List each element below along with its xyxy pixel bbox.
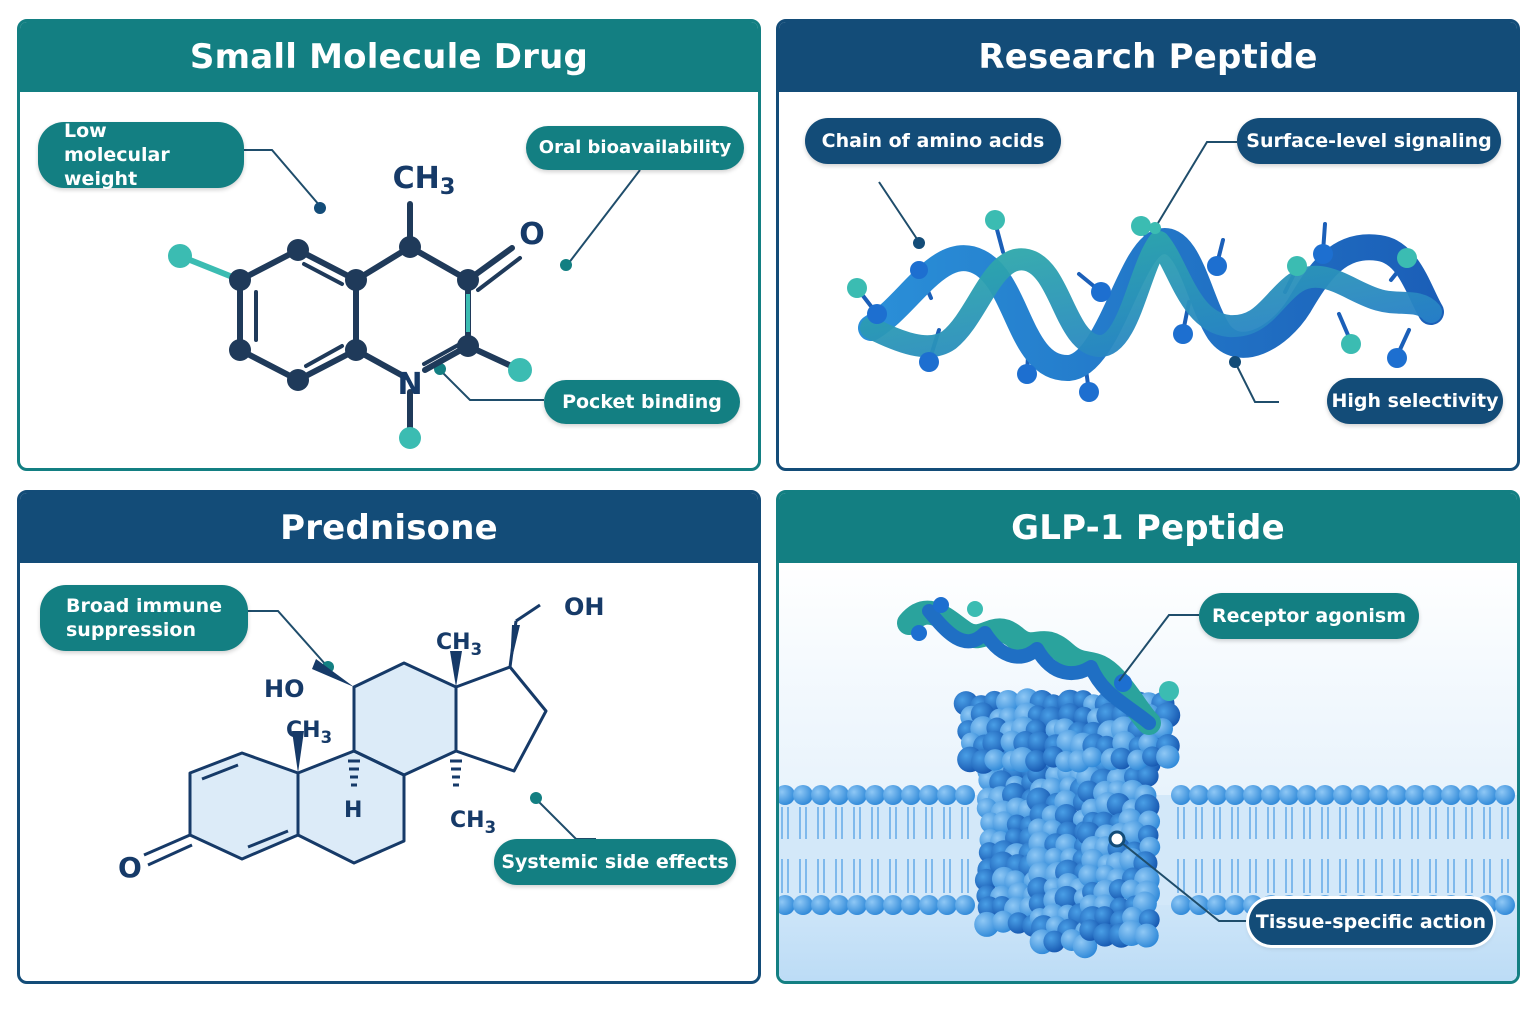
prednisone-structure: OH CH3 HO CH3 H CH3 O	[118, 593, 605, 884]
label-broad-immune-suppression: Broad immune suppression	[40, 585, 248, 651]
label-chain-of-amino-acids: Chain of amino acids	[805, 118, 1061, 164]
label-receptor-agonism: Receptor agonism	[1199, 593, 1419, 639]
atom-label-o: O	[118, 851, 142, 884]
label-low-molecular-weight: Low molecular weight	[38, 120, 244, 190]
panel-title: Prednisone	[280, 508, 498, 548]
panel-title: GLP-1 Peptide	[1011, 508, 1285, 548]
panel-header: Small Molecule Drug	[20, 22, 758, 92]
label-tissue-specific-action: Tissue-specific action	[1249, 899, 1493, 945]
atom-label-ch3: CH3	[393, 161, 456, 200]
atom-label-ch3-mid: CH3	[286, 718, 332, 747]
panel-prednisone: Prednisone	[17, 490, 761, 984]
panel-body: CH3 O N Low molecular weight Oral bioava…	[20, 92, 758, 468]
atom-label-ho: HO	[264, 675, 305, 703]
panel-body: Chain of amino acids Surface-level signa…	[779, 92, 1517, 468]
panel-glp1-peptide: GLP-1 Peptide	[776, 490, 1520, 984]
peptide-helix	[847, 141, 1444, 403]
panel-small-molecule: Small Molecule Drug	[17, 19, 761, 471]
label-high-selectivity: High selectivity	[1327, 378, 1503, 424]
label-surface-level-signaling: Surface-level signaling	[1237, 118, 1501, 164]
label-pocket-binding: Pocket binding	[544, 380, 740, 424]
atom-label-o: O	[519, 217, 545, 252]
small-molecule-structure: CH3 O N	[168, 149, 641, 449]
panel-title: Small Molecule Drug	[189, 37, 589, 77]
atom-label-h: H	[344, 798, 362, 823]
atom-label-oh: OH	[564, 593, 605, 621]
panel-title: Research Peptide	[978, 37, 1318, 77]
panel-body: Receptor agonism Tissue-specific action	[779, 563, 1517, 981]
atom-label-n: N	[397, 367, 422, 402]
panel-header: Research Peptide	[779, 22, 1517, 92]
atom-label-ch3-top: CH3	[436, 630, 482, 659]
panel-body: OH CH3 HO CH3 H CH3 O Broad immune suppr…	[20, 563, 758, 981]
panel-header: GLP-1 Peptide	[779, 493, 1517, 563]
atom-label-ch3-bottom: CH3	[450, 808, 496, 837]
panel-header: Prednisone	[20, 493, 758, 563]
label-systemic-side-effects: Systemic side effects	[494, 839, 736, 885]
label-oral-bioavailability: Oral bioavailability	[526, 126, 744, 170]
panel-research-peptide: Research Peptide	[776, 19, 1520, 471]
